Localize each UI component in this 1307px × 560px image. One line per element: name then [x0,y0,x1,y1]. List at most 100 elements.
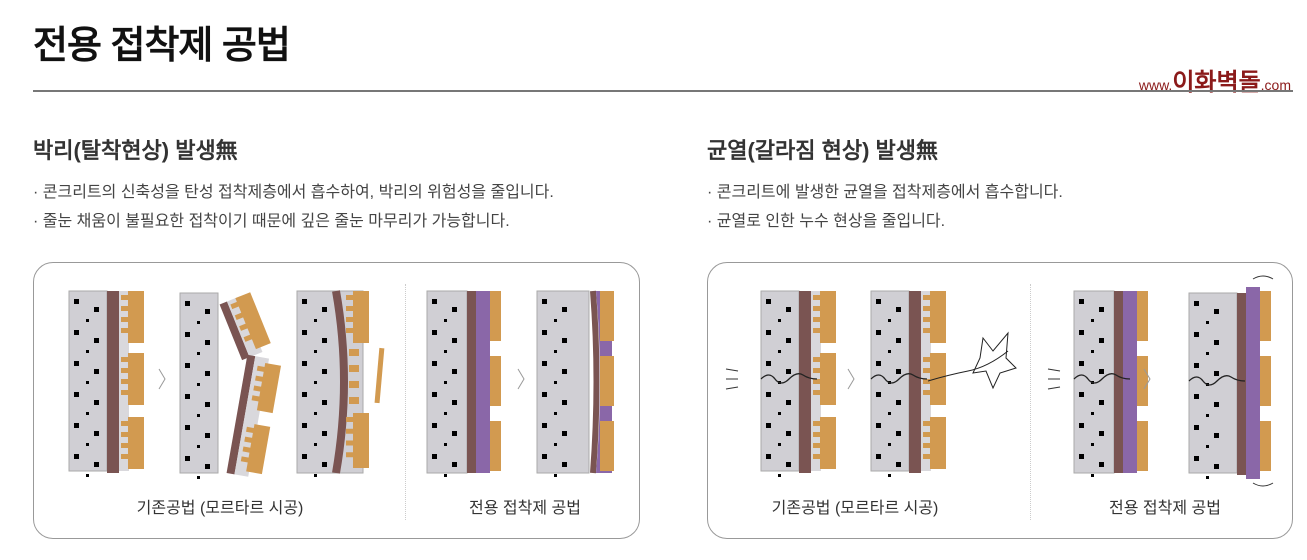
crack-line [927,350,1009,382]
tile-rib [121,295,129,300]
aggregate [562,338,567,343]
aggregate [322,431,327,436]
bond-layer [107,291,119,473]
tile-rib [813,432,821,437]
tile-rib [121,379,129,384]
aggregate [778,443,781,446]
aggregate [1079,454,1084,459]
aggregate [542,392,547,397]
aggregate [432,361,437,366]
tile [490,291,501,341]
tile-rib [255,375,264,382]
bond-layer [226,354,256,475]
tile-rib [813,443,821,448]
aggregate [766,392,771,397]
aggregate [205,309,210,314]
tile-rib [813,357,821,362]
aggregate [86,381,89,384]
aggregate [197,476,200,479]
aggregate [876,423,881,428]
tile-rib [813,390,821,395]
tile [246,424,271,475]
tile [820,353,836,405]
aggregate [444,381,447,384]
aggregate [896,431,901,436]
tile [128,353,144,405]
burst-icon [972,331,1017,390]
aggregate [452,462,457,467]
tile-fragment [349,397,359,404]
aggregate [1099,307,1104,312]
crack-line [1188,375,1246,386]
aggregate [554,319,557,322]
adhesive-layer [1123,291,1137,473]
divider [1030,284,1031,520]
tile [490,356,501,406]
aggregate [1079,299,1084,304]
aggregate [542,361,547,366]
aggregate [1206,321,1209,324]
header-divider [33,90,1293,92]
tile-rib [239,323,249,331]
aggregate [766,423,771,428]
aggregate [302,392,307,397]
aggregate [876,299,881,304]
aggregate [197,321,200,324]
bond-layer [799,291,811,473]
tile [1260,291,1271,341]
caption-adhesive: 전용 접착제 공법 [1109,500,1221,517]
tile-rib [923,421,931,426]
detached-wall [179,292,219,479]
aggregate [302,330,307,335]
tile-rib [121,454,129,459]
aggregate [1099,431,1104,436]
aggregate [1194,301,1199,306]
aggregate [205,433,210,438]
tile [128,417,144,469]
aggregate [432,423,437,428]
divider [405,284,406,520]
aggregate [322,400,327,405]
logo-suffix: .com [1260,77,1291,93]
aggregate [322,462,327,467]
aggregate [205,371,210,376]
aggregate [542,330,547,335]
vibration-mark [725,386,739,390]
tile-rib [240,456,250,463]
tile-rib [923,390,931,395]
aggregate [554,443,557,446]
tile-rib [253,385,263,392]
vibration-mark [725,368,739,372]
tile-rib [813,379,821,384]
aggregate [94,462,99,467]
bullet-list-peeling: · 콘크리트의 신축성을 탄성 접착제층에서 흡수하여, 박리의 위험성을 줄입… [33,178,554,236]
aggregate [185,301,190,306]
detached-tile [226,354,282,477]
tile-rib [346,417,354,422]
page-title: 전용 접착제 공법 [33,25,291,67]
tile-rib [923,357,931,362]
tile [820,291,836,343]
bullet-list-crack: · 콘크리트에 발생한 균열을 접착제층에서 흡수합니다. · 균열로 인한 누… [707,178,1063,236]
aggregate [444,319,447,322]
aggregate [94,400,99,405]
aggregate [786,400,791,405]
aggregate [786,307,791,312]
aggregate [86,319,89,322]
tile-rib [813,368,821,373]
aggregate [786,431,791,436]
tile [256,363,282,414]
tile-rib [121,328,129,333]
aggregate [94,431,99,436]
aggregate [542,423,547,428]
aggregate [444,412,447,415]
aggregate [1214,340,1219,345]
aggregate [1091,443,1094,446]
tile [600,421,614,471]
tile-rib [813,306,821,311]
aggregate [432,299,437,304]
aggregate [542,454,547,459]
aggregate [554,474,557,477]
tile-rib [813,454,821,459]
aggregate [896,338,901,343]
